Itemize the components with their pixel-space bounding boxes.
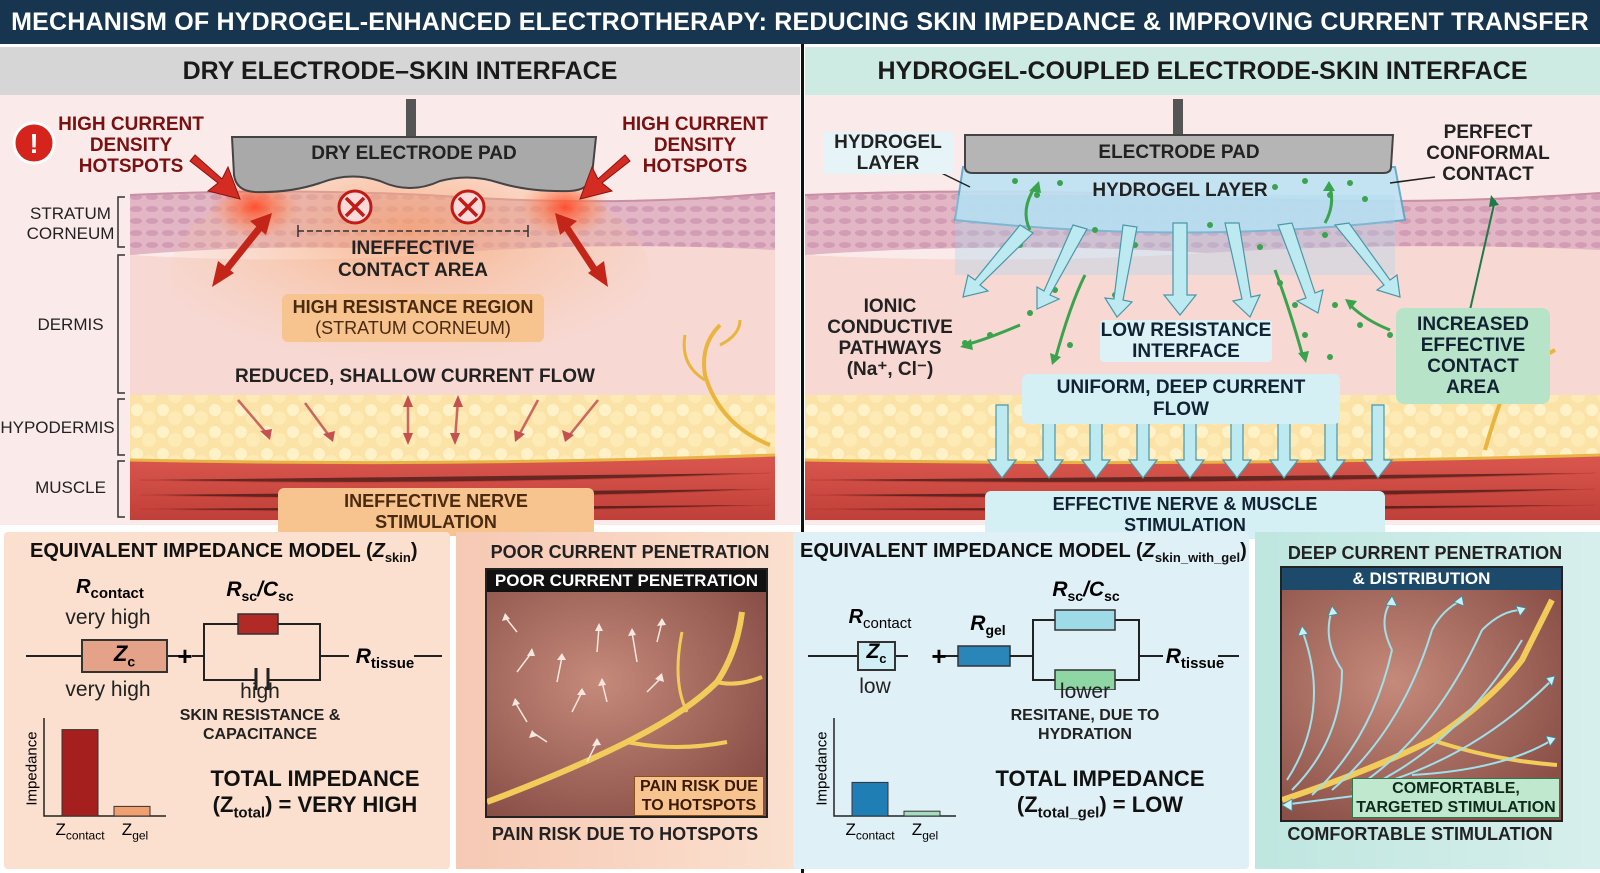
high-resistance-title: HIGH RESISTANCE REGION: [292, 297, 534, 318]
layer-hypodermis: HYPODERMIS: [0, 418, 115, 438]
layer-stratum-corneum: STRATUM CORNEUM: [18, 204, 123, 244]
hydrogel-layer-callout: HYDROGEL LAYER: [823, 132, 953, 174]
right-panel-header: HYDROGEL-COUPLED ELECTRODE-SKIN INTERFAC…: [805, 47, 1600, 95]
gel-resistance-note: RESITANE, DUE TO HYDRATION: [1005, 706, 1165, 744]
gel-chart-ylabel: Impedance: [814, 729, 831, 809]
increased-area-badge: INCREASED EFFECTIVE CONTACT AREA: [1396, 308, 1550, 404]
dry-bar-gel: [114, 806, 150, 816]
dry-micro-bottom-caption: PAIN RISK DUE TO HOTSPOTS: [470, 824, 780, 845]
gel-rsc-label: Rsc/Csc: [1026, 578, 1146, 604]
ineffective-stim-badge: INEFFECTIVE NERVE STIMULATION: [278, 488, 594, 536]
layer-muscle: MUSCLE: [18, 478, 123, 498]
dry-rsc-label: Rsc/Csc: [200, 578, 320, 604]
dry-very-high-top: very high: [48, 606, 168, 630]
gel-comfort-box: COMFORTABLE, TARGETED STIMULATION: [1352, 778, 1560, 818]
ionic-pathways-label: IONIC CONDUCTIVE PATHWAYS (Na⁺, Cl⁻): [820, 296, 960, 380]
dry-bar-contact: [62, 730, 98, 816]
perfect-contact-label: PERFECT CONFORMAL CONTACT: [1418, 122, 1558, 185]
hotspot-label-right: HIGH CURRENT DENSITY HOTSPOTS: [620, 114, 770, 177]
dry-chart-label-gel: Zgel: [110, 820, 160, 842]
gel-plus-sign: +: [926, 641, 952, 672]
gel-low-label: low: [840, 675, 910, 699]
dry-skin-res-label: SKIN RESISTANCE & CAPACITANCE: [172, 706, 348, 744]
page-title: MECHANISM OF HYDROGEL-ENHANCED ELECTROTH…: [0, 0, 1600, 44]
hotspot-label-left: HIGH CURRENT DENSITY HOTSPOTS: [56, 114, 206, 177]
high-resistance-subtitle: (STRATUM CORNEUM): [292, 318, 534, 339]
gel-rgel-label: Rgel: [958, 612, 1018, 638]
gel-bar-contact: [852, 782, 888, 816]
low-resistance-label: LOW RESISTANCE INTERFACE: [1100, 320, 1272, 362]
dry-electrode-label: DRY ELECTRODE PAD: [232, 143, 596, 165]
dry-pain-risk-box: PAIN RISK DUE TO HOTSPOTS: [634, 776, 764, 816]
dry-high-label: high: [200, 680, 320, 704]
dry-zc-label: Zc: [82, 641, 167, 669]
dry-micro-inner-title: POOR CURRENT PENETRATION: [487, 570, 766, 592]
dry-chart-ylabel: Impedance: [24, 729, 41, 809]
gel-micro-inner-title: & DISTRIBUTION: [1282, 568, 1561, 590]
gel-chart-label-contact: Zcontact: [838, 820, 902, 842]
gel-bar-gel: [904, 811, 940, 816]
gel-lower-label: lower: [1025, 680, 1145, 704]
gel-r-tissue-label: Rtissue: [1155, 645, 1235, 672]
dry-plus-sign: +: [172, 641, 198, 672]
gel-chart-label-gel: Zgel: [900, 820, 950, 842]
dry-micro-outer-title: POOR CURRENT PENETRATION: [470, 542, 790, 563]
dry-very-high-bottom: very high: [48, 678, 168, 702]
gel-micro-bottom-caption: COMFORTABLE STIMULATION: [1265, 824, 1575, 845]
dry-model-title: EQUIVALENT IMPEDANCE MODEL (Zskin): [30, 540, 440, 565]
gel-zc-label: Zc: [858, 640, 895, 666]
ionic-ions: (Na⁺, Cl⁻): [820, 359, 960, 380]
gel-micro-outer-title: DEEP CURRENT PENETRATION: [1265, 543, 1585, 564]
ionic-pathways-title: IONIC CONDUCTIVE PATHWAYS: [820, 296, 960, 359]
ineffective-contact-label: INEFFECTIVE CONTACT AREA: [318, 238, 508, 282]
gel-total-impedance: TOTAL IMPEDANCE (Ztotal_gel) = LOW: [975, 766, 1225, 826]
layer-dermis: DERMIS: [18, 315, 123, 335]
dry-total-impedance: TOTAL IMPEDANCE (Ztotal) = VERY HIGH: [190, 766, 440, 826]
left-panel-header: DRY ELECTRODE–SKIN INTERFACE: [0, 47, 800, 95]
alert-icon-glyph: !: [18, 128, 50, 160]
dry-r-contact-label: Rcontact: [50, 576, 170, 602]
gel-electrode-label: ELECTRODE PAD: [965, 142, 1393, 164]
uniform-flow-label: UNIFORM, DEEP CURRENT FLOW: [1022, 374, 1340, 424]
hydrogel-layer-inner-label: HYDROGEL LAYER: [1040, 180, 1320, 202]
gel-model-title: EQUIVALENT IMPEDANCE MODEL (Zskin_with_g…: [800, 540, 1250, 565]
high-resistance-badge: HIGH RESISTANCE REGION (STRATUM CORNEUM): [282, 294, 544, 342]
reduced-flow-label: REDUCED, SHALLOW CURRENT FLOW: [220, 366, 610, 388]
gel-r-contact-label: Rcontact: [830, 606, 930, 632]
dry-chart-label-contact: Zcontact: [50, 820, 110, 842]
gel-circuit-diagram: [793, 580, 1249, 690]
dry-r-tissue-label: Rtissue: [350, 645, 420, 672]
